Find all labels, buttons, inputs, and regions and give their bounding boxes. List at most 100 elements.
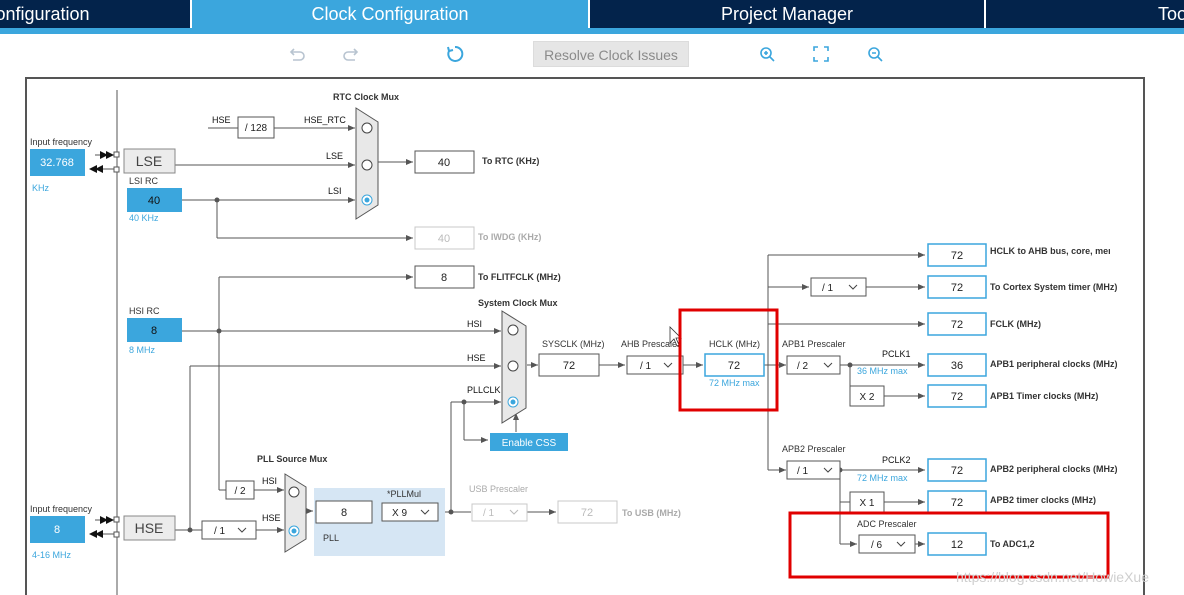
pll-label: PLL [323,533,339,543]
lse-block[interactable] [123,148,176,174]
apb1-timer-output-box[interactable] [927,384,987,408]
cortex-timer-divider-select[interactable] [810,277,867,297]
lse-frequency-field[interactable] [30,149,85,176]
pll-mux-radio-hsi[interactable] [288,486,300,498]
chevron-down-icon [237,527,247,533]
lse-frequency-value: 32.768 [40,157,74,169]
apb2-max: 72 MHz max [857,473,908,483]
pll-source-mux-title: PLL Source Mux [257,454,327,464]
rtc-output-box [414,150,475,174]
usb-prescaler-select[interactable] [471,503,528,522]
chevron-down-icon [896,541,906,547]
apb2-prescaler-select[interactable] [786,460,841,480]
sysmux-radio-hsi[interactable] [507,324,519,336]
adc-output-box[interactable] [927,532,987,556]
fit-to-screen-icon[interactable] [811,44,831,64]
hclk-input[interactable] [704,353,765,377]
fclk-output-label: FCLK (MHz) [990,319,1041,329]
adc-prescaler-value: / 6 [871,540,883,551]
usb-output-box [557,500,618,524]
lse-label: LSE [136,153,162,169]
pclk2-label: PCLK2 [882,455,911,465]
zoom-out-icon[interactable] [865,44,885,64]
hsi-rc-label: HSI RC [129,306,160,316]
hse-block[interactable] [123,515,176,541]
redo-icon[interactable] [341,44,361,64]
hse-frequency-value: 8 [54,524,60,536]
rtc-lse-label: LSE [326,151,343,161]
flitfclk-output-box [414,265,475,289]
flitfclk-output-value: 8 [441,272,447,284]
hse-label: HSE [135,520,164,536]
apb2-prescaler-label: APB2 Prescaler [782,444,846,454]
hclk-label: HCLK (MHz) [709,339,760,349]
iwdg-output-box [414,226,475,250]
ahb-output-box[interactable] [927,243,987,267]
rtc-output-value: 40 [438,157,450,169]
usb-prescaler-value: / 1 [483,508,495,519]
pllmul-select[interactable] [381,502,439,522]
lsi-rc-freq: 40 KHz [129,213,159,223]
ahb-output-label-clip: HCLK to AHB bus, core, memory and DMA (M… [990,246,1184,256]
tab-bar: Configuration Clock Configuration Projec… [0,0,1184,28]
to-rtc-label: To RTC (KHz) [482,156,539,166]
hse-rtc-divider [237,116,275,139]
tab-divider [984,0,986,28]
adc-output-value: 12 [951,539,963,551]
zoom-in-icon[interactable] [757,44,777,64]
tab-underline [0,28,1184,34]
hse-frequency-field[interactable] [30,516,85,543]
apb1-prescaler-label: APB1 Prescaler [782,339,846,349]
sysclk-label: SYSCLK (MHz) [542,339,605,349]
chevron-down-icon [848,284,858,290]
hclk-value: 72 [728,360,740,372]
tab-divider [588,0,590,28]
apb2-peripheral-output-label: APB2 peripheral clocks (MHz) [990,464,1118,474]
hsi-div2-box [225,480,255,500]
tab-tools[interactable]: Too [1158,4,1184,24]
apb1-peripheral-output-box[interactable] [927,353,987,377]
lsi-rc-value: 40 [148,195,160,207]
resolve-clock-issues-button[interactable]: Resolve Clock Issues [533,41,689,67]
tab-pinout-configuration[interactable]: Configuration [0,4,90,24]
tab-project-manager[interactable]: Project Manager [720,4,854,24]
rtc-hse-label: HSE [212,115,231,125]
hse-input-frequency-label: Input frequency [30,504,93,514]
adc-output-label: To ADC1,2 [990,539,1035,549]
tab-clock-configuration[interactable]: Clock Configuration [192,0,588,28]
enable-css-label: Enable CSS [502,438,557,449]
hsi-rc-value: 8 [151,325,157,337]
sysclk-value: 72 [563,360,575,372]
pllmul-label: *PLLMul [387,489,421,499]
refresh-icon[interactable] [445,44,465,64]
rtc-mux-radio-lse[interactable] [361,159,373,171]
cortex-timer-output-box[interactable] [927,275,987,299]
sysmux-radio-hse[interactable] [507,360,519,372]
apb1-prescaler-select[interactable] [786,355,841,375]
clock-tree-canvas [25,77,1145,595]
ahb-output-label: HCLK to AHB bus, core, memory and DMA (M… [990,246,1184,256]
apb2-timer-multiplier-value: X 1 [859,498,874,509]
apb1-timer-multiplier-value: X 2 [859,392,874,403]
rtc-mux-radio-lsi-selected [364,197,370,203]
connection-wires [95,90,925,595]
tab-divider [190,0,192,28]
ahb-prescaler-select[interactable] [626,355,684,375]
adc-prescaler-select[interactable] [858,534,916,554]
undo-icon[interactable] [287,44,307,64]
lse-input-frequency-label: Input frequency [30,137,93,147]
apb1-prescaler-value: / 2 [797,361,809,372]
hsi-rc-block [127,318,182,342]
hse-prediv-select[interactable] [201,520,257,540]
fclk-output-value: 72 [951,319,963,331]
chevron-down-icon [509,509,519,515]
enable-css-button[interactable] [490,433,568,451]
fclk-output-box[interactable] [927,312,987,336]
chevron-down-icon [823,362,833,368]
rtc-mux-radio-hse[interactable] [361,122,373,134]
rtc-clock-mux-title: RTC Clock Mux [333,92,399,102]
apb2-peripheral-output-box[interactable] [927,458,987,482]
pin-arrows [89,151,114,538]
pll-source-mux [284,473,307,553]
